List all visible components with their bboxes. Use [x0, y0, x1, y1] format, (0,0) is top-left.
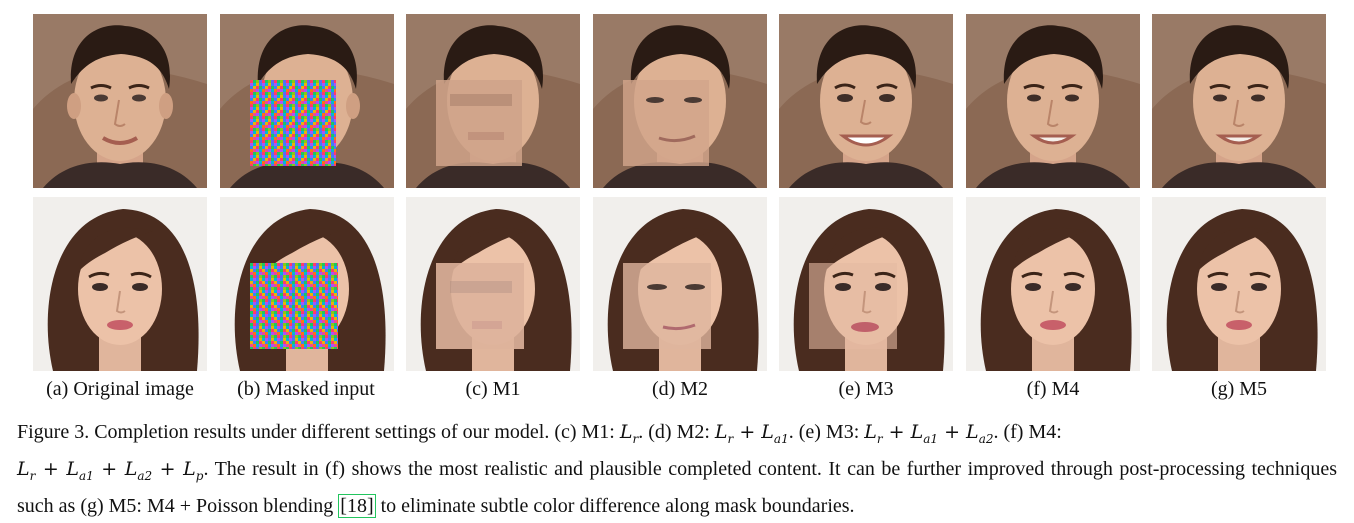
- caption-seg-f: . (f) M4:: [993, 421, 1062, 443]
- row2-result-m5: [1152, 197, 1326, 371]
- male-face-original: [33, 14, 207, 188]
- subcaption-g: (g) M5: [1210, 378, 1268, 400]
- subcaption-d: (d) M2: [651, 378, 709, 400]
- row2-result-m4: [966, 197, 1140, 371]
- female-face-masked: [220, 197, 394, 371]
- row1-masked-input: [220, 14, 394, 188]
- row2-masked-input: [220, 197, 394, 371]
- row1-result-m4: [966, 14, 1140, 188]
- male-face-masked: [220, 14, 394, 188]
- male-face-m2: [593, 14, 767, 188]
- noise-mask: [250, 80, 336, 166]
- row1-result-m2: [593, 14, 767, 188]
- row2-original-image: [33, 197, 207, 371]
- row1-original-image: [33, 14, 207, 188]
- caption-formula-m2: Lr + La1: [714, 421, 789, 446]
- subcaption-e: (e) M3: [838, 378, 894, 400]
- figure-caption: Figure 3. Completion results under diffe…: [17, 417, 1337, 521]
- row1-result-m3: [779, 14, 953, 188]
- female-face-original: [33, 197, 207, 371]
- caption-formula-m4: Lr + La1 + La2 + Lp: [17, 457, 204, 483]
- citation-link-18[interactable]: [18]: [338, 493, 376, 518]
- row2-result-m2: [593, 197, 767, 371]
- caption-formula-m1: Lr: [619, 421, 639, 446]
- male-face-m5: [1152, 14, 1326, 188]
- female-face-m4: [966, 197, 1140, 371]
- female-face-m2: [593, 197, 767, 371]
- male-face-m3: [779, 14, 953, 188]
- row2-result-m3: [779, 197, 953, 371]
- female-face-m5: [1152, 197, 1326, 371]
- male-face-m1: [406, 14, 580, 188]
- caption-seg-d: . (d) M2:: [638, 421, 715, 443]
- row1-result-m5: [1152, 14, 1326, 188]
- caption-seg-result: . The result in (f) shows the most reali…: [17, 457, 1337, 517]
- female-face-m3: [779, 197, 953, 371]
- caption-formula-m3: Lr + La1 + La2: [864, 421, 994, 446]
- caption-prefix: Figure 3. Completion results under diffe…: [17, 421, 620, 443]
- row1-result-m1: [406, 14, 580, 188]
- subcaption-a: (a) Original image: [46, 378, 194, 400]
- noise-mask: [250, 263, 338, 349]
- caption-seg-e: . (e) M3:: [788, 421, 865, 443]
- subcaption-b: (b) Masked input: [237, 378, 375, 400]
- female-face-m1: [406, 197, 580, 371]
- male-face-m4: [966, 14, 1140, 188]
- subcaption-c: (c) M1: [465, 378, 521, 400]
- subcaption-f: (f) M4: [1026, 378, 1080, 400]
- row2-result-m1: [406, 197, 580, 371]
- caption-suffix: to eliminate subtle color difference alo…: [375, 494, 855, 517]
